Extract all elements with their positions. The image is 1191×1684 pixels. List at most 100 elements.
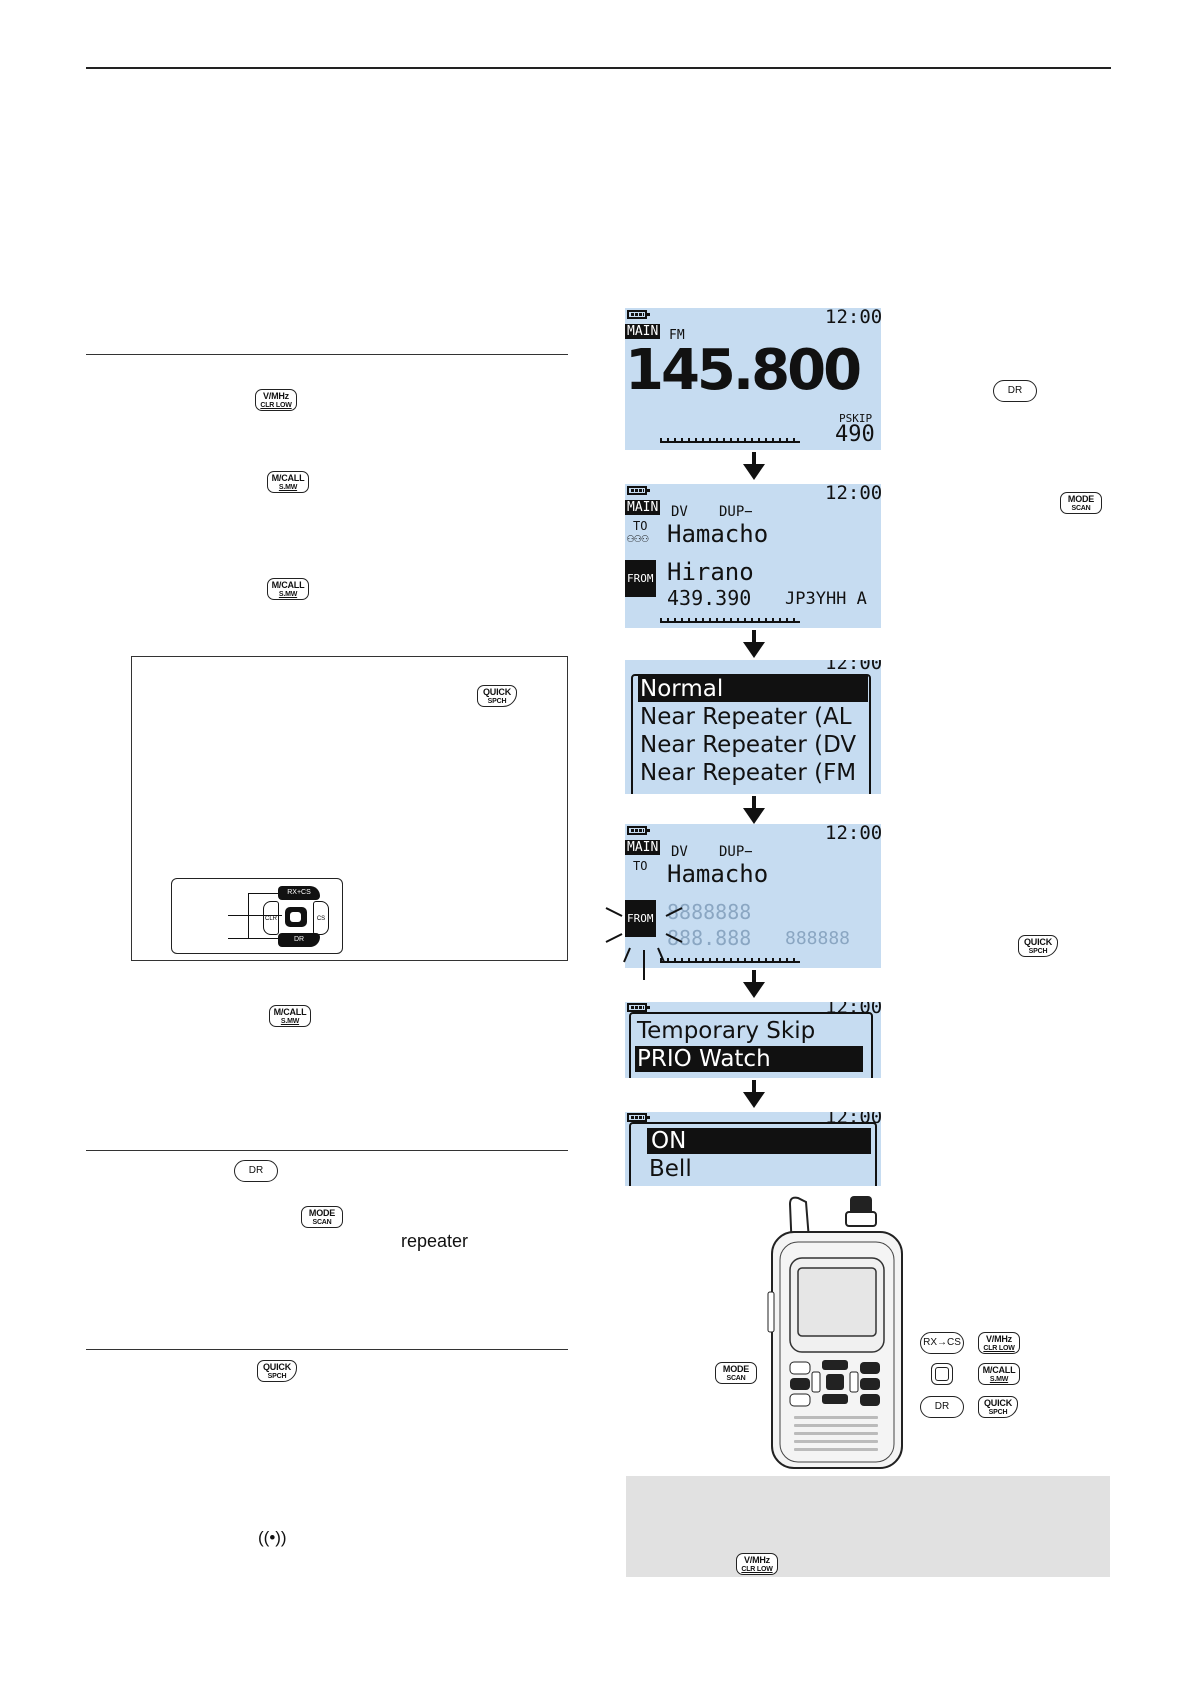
- leader-line: [228, 938, 282, 939]
- from-name: Hirano: [667, 558, 754, 586]
- rxcs-key-label: RX+CS: [287, 889, 311, 896]
- lcd-screen-2: 12:00 MAIN DV DUP− TO ⚇⚇⚇ Hamacho FROM H…: [625, 484, 881, 628]
- from-placeholder-line2b: 888888: [785, 928, 851, 949]
- menu-item-temporary-skip[interactable]: Temporary Skip: [637, 1018, 816, 1044]
- section-rule: [86, 1150, 568, 1151]
- clock: 12:00: [825, 308, 881, 328]
- dr-key-label: DR: [934, 1401, 950, 1412]
- vmhz-key-icon: V/MHz CLR LOW: [255, 389, 297, 411]
- menu-item-near-dv[interactable]: Near Repeater (DV: [640, 732, 857, 758]
- menu-item-near-al[interactable]: Near Repeater (AL: [640, 704, 852, 730]
- clock: 12:00: [825, 824, 881, 844]
- to-label: TO: [633, 519, 648, 533]
- mode-key-top: MODE: [1067, 493, 1095, 504]
- from-badge-blinking: FROM: [625, 900, 656, 937]
- vmhz-key-top: V/MHz: [262, 390, 289, 401]
- menu-item-prio-watch[interactable]: PRIO Watch: [635, 1046, 863, 1072]
- lcd-screen-3: 12:00 Normal Near Repeater (AL Near Repe…: [625, 660, 881, 794]
- mode-key-bottom: SCAN: [312, 1218, 332, 1226]
- to-name: Hamacho: [667, 860, 769, 888]
- from-frequency: 439.390: [667, 586, 752, 610]
- quick-key-icon: QUICK SPCH: [257, 1360, 297, 1382]
- quick-key-bottom: SPCH: [487, 697, 507, 705]
- repeater-text: repeater: [401, 1231, 469, 1251]
- dr-key-icon: DR: [993, 380, 1037, 402]
- quick-key-icon: QUICK SPCH: [1018, 935, 1058, 957]
- signal-meter: [660, 616, 800, 623]
- mode-key-icon: MODE SCAN: [301, 1206, 343, 1228]
- cs-key-shape: CS: [313, 901, 329, 935]
- quick-key-top: QUICK: [263, 1361, 291, 1372]
- note-panel: [626, 1476, 1110, 1577]
- mcall-key-icon: M/CALL S.MW: [978, 1363, 1020, 1385]
- clock: 12:00: [825, 484, 881, 504]
- leader-line: [248, 893, 249, 938]
- quick-key-icon: QUICK SPCH: [978, 1396, 1018, 1418]
- vmhz-key-top: V/MHz: [985, 1333, 1012, 1344]
- dup-label: DUP−: [719, 504, 753, 520]
- lcd-screen-6: 12:00 ON Bell: [625, 1112, 881, 1186]
- rxcs-key-shape: RX+CS: [278, 886, 320, 900]
- center-key-inner: [935, 1367, 949, 1381]
- note-box: [131, 656, 568, 961]
- menu-frame: [631, 674, 871, 794]
- mode-key-top: MODE: [308, 1207, 336, 1218]
- quick-key-top: QUICK: [1024, 936, 1052, 947]
- lcd-screen-1: 12:00 MAIN FM 145.800 PSKIP 490: [625, 308, 881, 450]
- radio-illustration: [767, 1196, 903, 1469]
- leader-line: [248, 893, 282, 894]
- mode-key-bottom: SCAN: [1071, 504, 1091, 512]
- mcall-key-icon: M/CALL S.MW: [269, 1005, 311, 1027]
- main-badge: MAIN: [625, 324, 661, 339]
- dup-label: DUP−: [719, 844, 753, 860]
- clr-key-label: CLR: [264, 916, 277, 922]
- signal-meter: [660, 436, 800, 443]
- mode-key-icon: MODE SCAN: [715, 1362, 757, 1384]
- mcall-key-top: M/CALL: [271, 472, 305, 483]
- mode-key-bottom: SCAN: [726, 1374, 746, 1382]
- dr-key-icon: DR: [920, 1396, 964, 1418]
- cs-key-label: CS: [316, 916, 326, 922]
- menu-frame: [629, 1122, 877, 1186]
- vmhz-key-top: V/MHz: [743, 1554, 770, 1565]
- dr-key-shape: DR: [278, 933, 320, 947]
- vmhz-key-bottom: CLR LOW: [741, 1565, 773, 1573]
- quick-key-icon: QUICK SPCH: [477, 685, 517, 707]
- channel-number: 490: [835, 422, 875, 447]
- clr-key-shape: CLR: [263, 901, 279, 935]
- rxcs-key-icon: RX→CS: [920, 1332, 964, 1354]
- center-key-icon: [931, 1363, 953, 1385]
- clock-partial: 12:00: [825, 660, 881, 674]
- keypad-illustration: RX+CS DR CS CLR: [171, 878, 343, 954]
- mcall-key-bottom: S.MW: [280, 1017, 300, 1025]
- leader-line: [228, 915, 282, 916]
- quick-key-bottom: SPCH: [267, 1372, 287, 1380]
- menu-item-on[interactable]: ON: [647, 1128, 871, 1154]
- battery-icon: [627, 1113, 650, 1122]
- from-placeholder-line2: 888.888: [667, 926, 752, 950]
- blink-marks: [605, 907, 683, 980]
- center-key-inner: [290, 912, 301, 922]
- clock-partial: 12:00: [825, 1002, 881, 1018]
- dr-key-label: DR: [1007, 385, 1023, 396]
- quick-key-top: QUICK: [483, 686, 511, 697]
- mcall-key-icon: M/CALL S.MW: [267, 578, 309, 600]
- dr-key-icon: DR: [234, 1160, 278, 1182]
- from-placeholder-line1: 8888888: [667, 900, 752, 924]
- main-badge: MAIN: [625, 840, 661, 855]
- section-rule: [86, 354, 568, 355]
- signal-meter: [660, 956, 800, 963]
- menu-item-bell[interactable]: Bell: [649, 1156, 692, 1182]
- to-label: TO: [633, 859, 648, 873]
- main-badge: MAIN: [625, 500, 661, 515]
- mode-label: FM: [669, 328, 685, 343]
- menu-item-near-fm[interactable]: Near Repeater (FM: [640, 760, 857, 786]
- clock-partial: 12:00: [825, 1112, 881, 1128]
- menu-item-normal[interactable]: Normal: [638, 676, 868, 702]
- mcall-key-top: M/CALL: [271, 579, 305, 590]
- lcd-screen-5: 12:00 Temporary Skip PRIO Watch: [625, 1002, 881, 1078]
- quick-key-top: QUICK: [984, 1397, 1012, 1408]
- mcall-key-bottom: S.MW: [989, 1375, 1009, 1383]
- mode-key-icon: MODE SCAN: [1060, 492, 1102, 514]
- menu-frame: [629, 1012, 873, 1078]
